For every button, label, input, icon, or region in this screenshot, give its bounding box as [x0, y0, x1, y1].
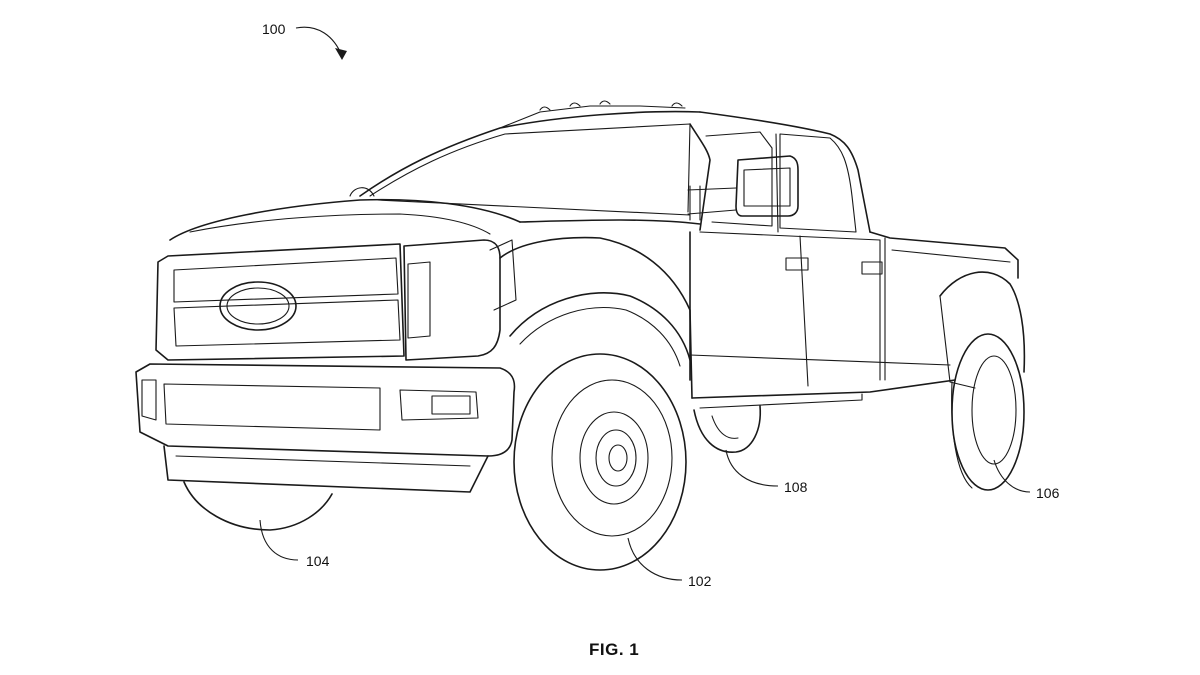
hood-front-edge	[169, 198, 521, 241]
other-front-tire	[183, 481, 333, 531]
cab-roofline	[699, 111, 871, 233]
ref-100-arrow	[295, 26, 343, 57]
figure-caption: FIG. 1	[589, 640, 639, 659]
headlight-bar	[407, 261, 431, 339]
a-pillar	[689, 123, 711, 231]
rear-inner-tire	[693, 405, 761, 453]
bumper-intake	[163, 383, 381, 431]
side-mirror	[735, 155, 799, 217]
ref-106-label: 106	[1036, 485, 1060, 501]
rear-door-window	[779, 133, 857, 233]
fog-light-housing	[399, 389, 479, 421]
windshield	[369, 123, 691, 213]
headlight-housing	[403, 239, 501, 361]
front-wheel-arch	[509, 292, 691, 361]
valance-line	[175, 455, 471, 467]
grille-surround	[155, 243, 405, 361]
hood-side	[519, 219, 701, 225]
mirror-glass	[743, 167, 791, 207]
roof-ridge	[499, 105, 686, 129]
headlight-side	[489, 239, 517, 311]
cowl-line	[377, 199, 691, 216]
front-tire-sidewall	[551, 379, 673, 537]
b-pillar	[775, 133, 779, 233]
door-panel	[699, 231, 881, 381]
grille-lower-bar	[173, 299, 401, 347]
brand-emblem-inner	[226, 287, 290, 325]
mirror-arms	[687, 185, 737, 221]
door-handles	[785, 257, 883, 275]
front-tire-outer	[513, 353, 687, 571]
hood-marker-light	[349, 187, 375, 197]
grille-upper-bar	[173, 257, 399, 303]
running-board	[699, 393, 863, 409]
front-wheel-arch-inner	[519, 307, 681, 367]
rear-tire-inner	[971, 355, 1017, 465]
bed-top	[869, 231, 1019, 279]
bed-rail	[891, 249, 1011, 263]
hood-crease	[189, 213, 491, 235]
front-hub	[579, 411, 649, 505]
leader-106	[993, 459, 1031, 493]
front-door-window	[705, 131, 773, 227]
leader-108	[725, 449, 779, 487]
ref-100-label: 100	[262, 21, 286, 37]
front-hub-cap	[595, 429, 637, 487]
rear-fender-front	[939, 295, 976, 389]
fog-light-lens	[431, 395, 471, 415]
ref-108-label: 108	[784, 479, 808, 495]
rear-inner-tire-detail	[711, 415, 739, 439]
windshield-top	[359, 110, 701, 197]
bumper-left-fog	[141, 379, 157, 421]
roof-lights	[539, 100, 683, 111]
rocker-panel	[691, 379, 956, 399]
brand-emblem-outer	[219, 281, 297, 331]
leader-104	[259, 519, 299, 561]
body-crease	[689, 354, 951, 366]
ref-104-label: 104	[306, 553, 330, 569]
ref-102-label: 102	[688, 573, 712, 589]
front-bumper	[135, 363, 516, 457]
rear-fender-flare	[939, 271, 1026, 373]
front-fender	[499, 236, 693, 399]
door-seam	[799, 235, 809, 387]
ref-100-arrowhead	[335, 48, 347, 60]
lower-valance	[163, 445, 489, 493]
front-hub-center	[608, 444, 628, 472]
leader-102	[627, 537, 683, 581]
truck	[135, 100, 1026, 571]
rear-tire-tread	[951, 381, 973, 489]
